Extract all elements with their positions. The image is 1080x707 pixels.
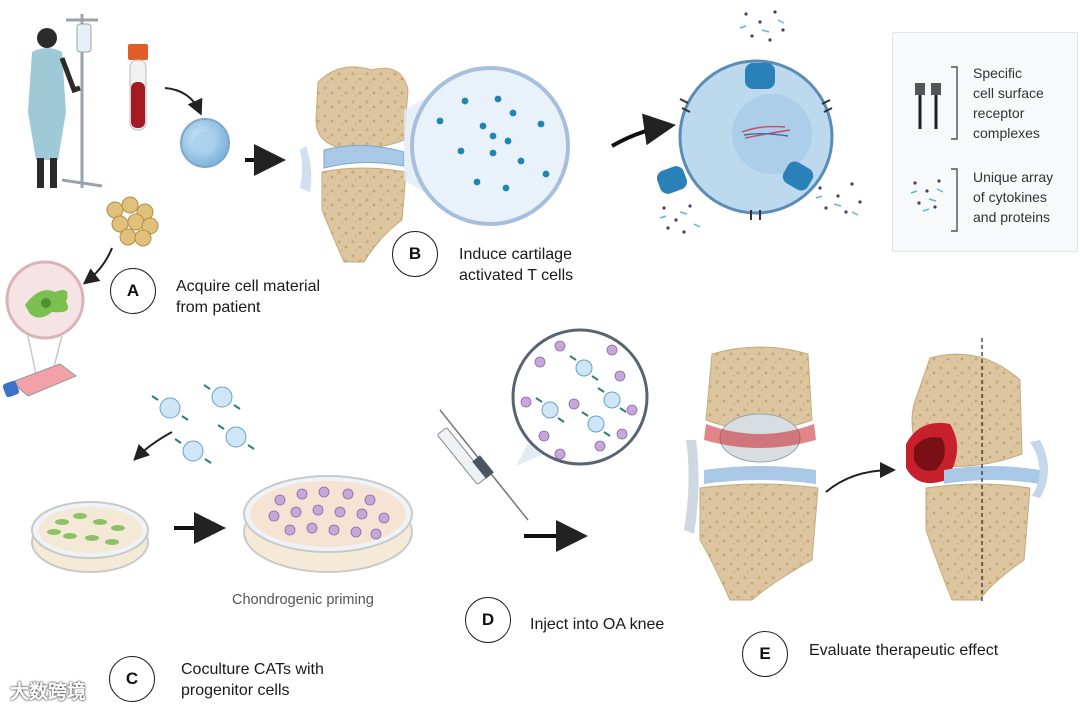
chondrogenic-priming-caption: Chondrogenic priming bbox=[232, 592, 374, 608]
cytokine-line2: of cytokines bbox=[973, 189, 1047, 205]
arrow-front-to-lateral bbox=[825, 462, 896, 493]
step-e-label: Evaluate therapeutic effect bbox=[809, 642, 999, 659]
step-b-line2: activated T cells bbox=[459, 267, 574, 284]
t-cells-cluster-c bbox=[151, 384, 255, 464]
cell-cluster bbox=[106, 196, 159, 247]
step-d-label: Inject into OA knee bbox=[530, 616, 665, 633]
step-d-badge: D bbox=[465, 597, 511, 643]
step-a-badge: A bbox=[110, 268, 156, 314]
activated-t-cell bbox=[656, 59, 834, 220]
step-a-line2: from patient bbox=[176, 299, 261, 316]
oa-knee-lateral bbox=[906, 338, 1048, 604]
receptor-line3: receptor bbox=[973, 105, 1025, 121]
receptor-line2: cell surface bbox=[973, 85, 1044, 101]
isolated-cell bbox=[180, 118, 230, 168]
oa-knee-front bbox=[684, 346, 819, 601]
syringe bbox=[437, 409, 529, 521]
step-a-label: Acquire cell material from patient bbox=[176, 276, 320, 318]
culture-flask bbox=[2, 363, 77, 398]
watermark: 大数跨境 bbox=[10, 681, 87, 703]
receptor-line4: complexes bbox=[973, 125, 1040, 141]
patient-figure bbox=[28, 14, 103, 188]
step-c-label: Coculture CATs with progenitor cells bbox=[181, 659, 324, 701]
petri-dish-chondrogenic bbox=[243, 475, 413, 573]
cytokine-cloud-right bbox=[815, 182, 862, 216]
injection-magnifier bbox=[511, 328, 649, 466]
legend-graphics bbox=[910, 66, 958, 232]
blood-tube bbox=[128, 44, 148, 131]
knee-joint-b bbox=[300, 66, 409, 263]
step-e-badge: E bbox=[742, 631, 788, 677]
receptor-legend-icon bbox=[915, 83, 941, 129]
step-c-badge: C bbox=[109, 656, 155, 702]
step-a-line1: Acquire cell material bbox=[176, 278, 321, 295]
arrow-cluster-to-culture bbox=[82, 247, 113, 285]
legend: Specific cell surface receptor complexes… bbox=[892, 32, 1078, 252]
petri-dish-progenitor bbox=[31, 501, 149, 573]
cytokine-cloud-left bbox=[659, 204, 701, 234]
step-b-label: Induce cartilage activated T cells bbox=[459, 244, 573, 286]
receptor-legend-text: Specific cell surface receptor complexes bbox=[973, 63, 1044, 143]
cartilage-magnifier bbox=[410, 66, 570, 226]
receptor-bracket bbox=[951, 66, 958, 140]
cytokine-cloud-top bbox=[739, 10, 785, 42]
cytokine-bracket bbox=[951, 168, 958, 232]
receptor-line1: Specific bbox=[973, 65, 1023, 81]
cytokine-legend-text: Unique array of cytokines and proteins bbox=[973, 167, 1053, 227]
step-b-badge: B bbox=[392, 231, 438, 277]
arrow-tcells-to-dish bbox=[133, 431, 173, 461]
arrow-b-to-tcell bbox=[611, 113, 676, 148]
step-c-line2: progenitor cells bbox=[181, 682, 290, 699]
cytokine-legend-icon bbox=[910, 179, 944, 212]
step-c-line1: Coculture CATs with bbox=[181, 661, 324, 678]
arrow-tube-to-cell bbox=[164, 87, 203, 116]
step-b-line1: Induce cartilage bbox=[459, 246, 572, 263]
cytokine-line1: Unique array bbox=[973, 169, 1054, 185]
cultured-cell-magnifier bbox=[5, 260, 85, 375]
cytokine-line3: and proteins bbox=[973, 209, 1051, 225]
